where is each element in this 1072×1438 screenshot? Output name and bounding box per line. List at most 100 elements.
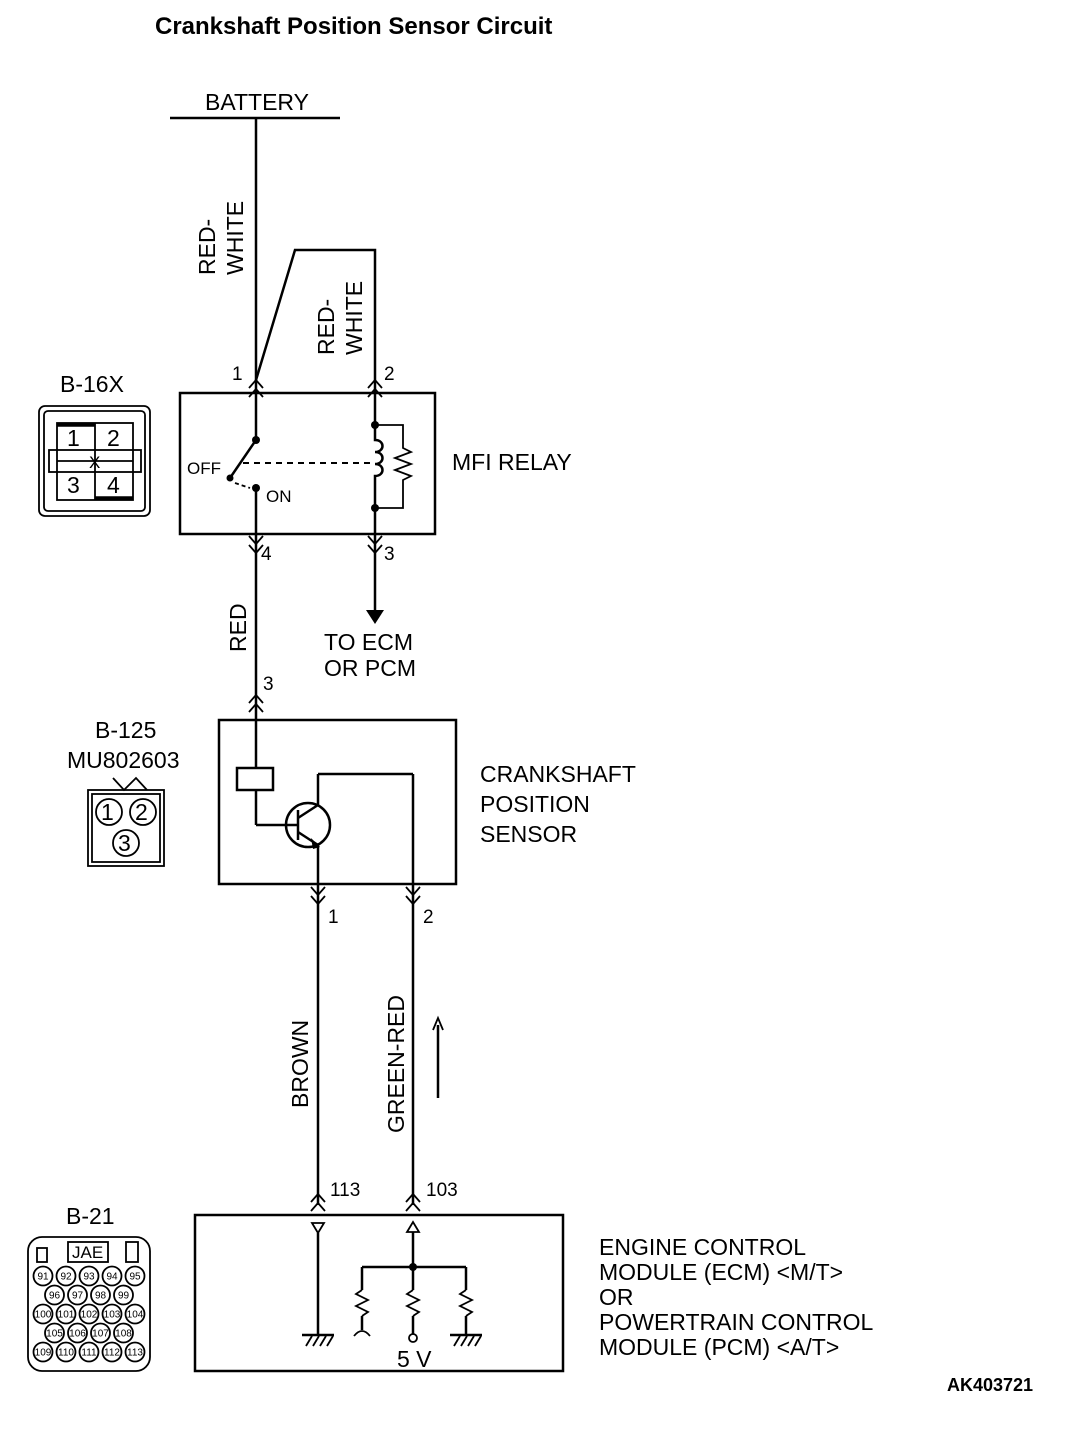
ecm-connector-pin-label: 104 xyxy=(127,1310,144,1321)
ecm-connector-pin-label: 111 xyxy=(81,1348,97,1359)
ecm-label-line5: MODULE (PCM) <A/T> xyxy=(599,1334,839,1360)
wire-label-red-white-1b: WHITE xyxy=(222,201,248,275)
ecm-connector-pin-label: 95 xyxy=(129,1272,141,1283)
relay-connector-icon: 1 2 3 4 X xyxy=(38,405,151,517)
wire-label-red: RED xyxy=(225,603,251,652)
ecm-connector-pin-label: 103 xyxy=(104,1310,121,1321)
sensor-pin-2: 2 xyxy=(423,907,434,928)
ecm-connector-pin-label: 93 xyxy=(83,1272,95,1283)
ecm-connector-pin xyxy=(113,1284,134,1306)
ecm-connector-pin xyxy=(44,1284,65,1306)
svg-text:1: 1 xyxy=(67,425,80,451)
relay-pin-2: 2 xyxy=(384,364,395,385)
sensor-box xyxy=(217,718,458,886)
wire-label-red-white-1: RED-WHITE xyxy=(194,201,248,275)
sensor-part-number: MU802603 xyxy=(67,747,180,773)
ecm-label-line4: POWERTRAIN CONTROL xyxy=(599,1309,874,1335)
ecm-box xyxy=(193,1213,565,1373)
ecm-connector-pin xyxy=(101,1265,123,1287)
ecm-connector-pin-label: 94 xyxy=(106,1272,118,1283)
wire-label-red-white-2: RED-WHITE xyxy=(313,281,367,355)
ecm-connector-id: B-21 xyxy=(66,1203,115,1229)
wire-label-green-red: GREEN-RED xyxy=(383,995,409,1133)
ecm-connector-pin xyxy=(113,1322,134,1344)
sensor-bottom-chevrons xyxy=(310,886,421,906)
ecm-connector-pin-label: 99 xyxy=(118,1291,130,1302)
diagram-title: Crankshaft Position Sensor Circuit xyxy=(155,13,552,40)
wire-battery-pin2 xyxy=(254,248,377,381)
relay-pin-3: 3 xyxy=(384,544,395,565)
signal-direction-arrow xyxy=(432,1015,444,1098)
ecm-connector-pin xyxy=(67,1322,88,1344)
ecm-connector-pin-label: 98 xyxy=(95,1291,107,1302)
ecm-voltage-label: 5 V xyxy=(397,1346,432,1372)
ecm-connector-pin xyxy=(124,1265,146,1287)
ecm-pin-green: 103 xyxy=(426,1180,458,1201)
ecm-connector-pin-label: 92 xyxy=(60,1272,72,1283)
relay-coil xyxy=(366,380,414,624)
sensor-connector-icon: 1 2 3 xyxy=(87,776,165,867)
ecm-connector-pin xyxy=(101,1303,123,1325)
ecm-connector-pin xyxy=(78,1265,100,1287)
ecm-connector-pin-label: 100 xyxy=(35,1310,52,1321)
ecm-connector-pin-label: 106 xyxy=(69,1329,86,1340)
ecm-connector-pin xyxy=(101,1341,123,1363)
ecm-connector-pin xyxy=(90,1322,111,1344)
wire-label-brown: BROWN xyxy=(287,1020,313,1108)
ecm-label-line2: MODULE (ECM) <M/T> xyxy=(599,1259,843,1285)
ecm-internals xyxy=(302,1220,482,1347)
ecm-connector-pin-label: 105 xyxy=(46,1329,63,1340)
switch-off-label: OFF xyxy=(187,459,221,478)
ecm-connector-pin xyxy=(67,1284,88,1306)
mfi-relay-box xyxy=(178,391,437,536)
ecm-pin-brown: 113 xyxy=(330,1180,360,1201)
sensor-label-line2: POSITION xyxy=(480,791,590,817)
relay-pin-chevrons xyxy=(248,378,383,555)
ecm-connector-pin xyxy=(124,1341,146,1363)
ecm-connector-pin xyxy=(32,1265,54,1287)
switch-on-label: ON xyxy=(266,487,292,506)
svg-text:2: 2 xyxy=(107,425,120,451)
svg-text:1: 1 xyxy=(101,799,114,825)
diagram-id: AK403721 xyxy=(947,1375,1033,1395)
ecm-connector-pin xyxy=(78,1341,100,1363)
ecm-connector-pin xyxy=(55,1303,77,1325)
ecm-connector-pin-label: 112 xyxy=(104,1348,120,1359)
ecm-pin-chevrons xyxy=(310,1192,421,1212)
ecm-connector-pin-label: 113 xyxy=(127,1348,143,1359)
ecm-connector-pin xyxy=(55,1265,77,1287)
ecm-connector-pin-label: 102 xyxy=(81,1310,98,1321)
mfi-relay-label: MFI RELAY xyxy=(452,449,572,475)
ecm-connector-pin xyxy=(78,1303,100,1325)
sensor-internals xyxy=(235,720,415,900)
ecm-connector-pin xyxy=(55,1341,77,1363)
ecm-label-line3: OR xyxy=(599,1284,634,1310)
sensor-pin-1: 1 xyxy=(328,907,339,928)
svg-text:3: 3 xyxy=(118,830,131,856)
sensor-pin3-chevrons xyxy=(248,693,264,713)
svg-text:X: X xyxy=(89,453,100,472)
ecm-connector-pin xyxy=(32,1303,54,1325)
sensor-label-line3: SENSOR xyxy=(480,821,577,847)
ecm-connector-pin-label: 107 xyxy=(92,1329,109,1340)
svg-text:4: 4 xyxy=(107,472,120,498)
relay-connector-id: B-16X xyxy=(60,371,124,397)
ecm-connector-pin-label: 110 xyxy=(58,1348,74,1359)
ecm-connector-pin-label: 108 xyxy=(115,1329,132,1340)
ecm-connector-pin xyxy=(32,1341,54,1363)
svg-text:3: 3 xyxy=(67,472,80,498)
ecm-connector-pin-label: 109 xyxy=(35,1348,52,1359)
ecm-connector-pin-label: 97 xyxy=(72,1291,84,1302)
ecm-label-line1: ENGINE CONTROL xyxy=(599,1234,806,1260)
to-ecm-line2: OR PCM xyxy=(324,655,416,681)
svg-text:JAE: JAE xyxy=(72,1243,103,1262)
ecm-connector-pin xyxy=(44,1322,65,1344)
relay-pin-4: 4 xyxy=(261,544,272,565)
sensor-connector-id: B-125 xyxy=(95,717,156,743)
sensor-pin-3: 3 xyxy=(263,674,274,695)
sensor-label-line1: CRANKSHAFT xyxy=(480,761,636,787)
relay-pin-1: 1 xyxy=(232,364,243,385)
svg-text:2: 2 xyxy=(135,799,148,825)
